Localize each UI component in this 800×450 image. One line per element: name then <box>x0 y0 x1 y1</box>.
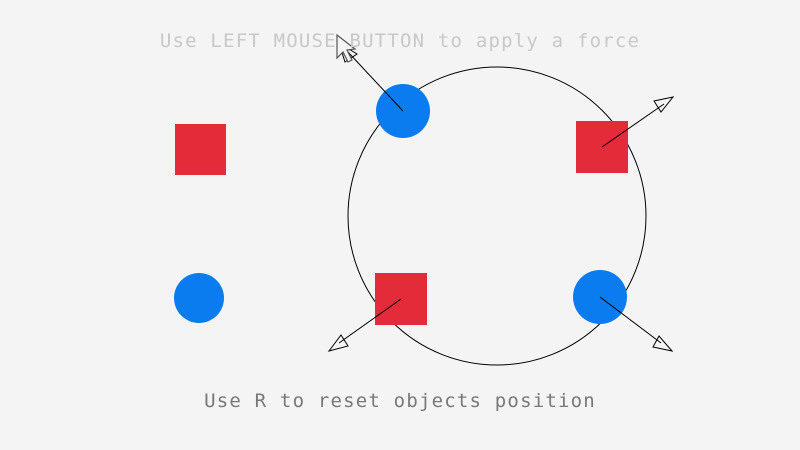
force-arrow-circle-bottom-right <box>599 296 674 352</box>
hint-text-reset: Use R to reset objects position <box>204 390 596 412</box>
body-circle-bottom-left[interactable] <box>174 273 224 323</box>
mouse-pointer-icon <box>336 33 357 63</box>
body-square-left[interactable] <box>175 124 226 175</box>
hint-text-mouse: Use LEFT MOUSE BUTTON to apply a force <box>159 30 641 52</box>
force-arrow-square-top-right <box>601 96 675 148</box>
force-arrow-square-bottom-center <box>327 298 402 352</box>
constraint-circle-outline <box>347 66 647 366</box>
